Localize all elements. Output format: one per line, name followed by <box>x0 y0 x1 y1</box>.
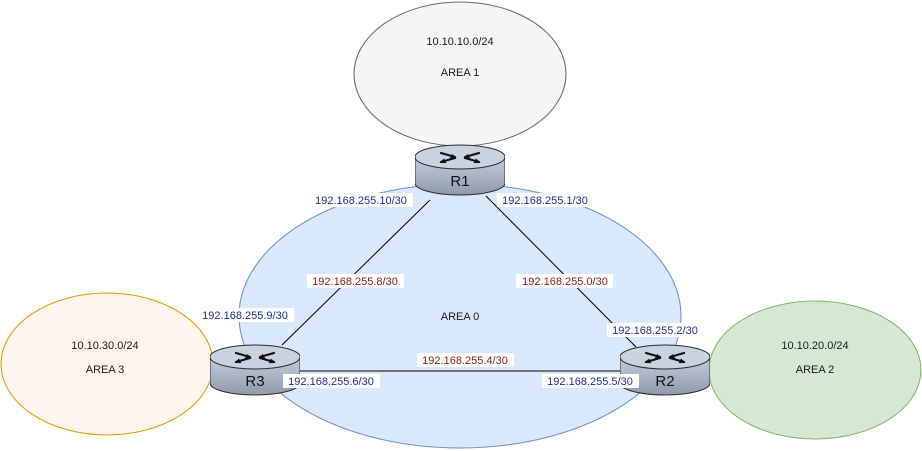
link-r1-r3 <box>281 199 431 346</box>
router-r2[interactable]: R2 <box>620 343 710 397</box>
router-r1-label: R1 <box>450 173 469 190</box>
label-r3-r2-r3-if: 192.168.255.6/30 <box>283 374 380 388</box>
router-r1[interactable]: R1 <box>415 143 505 197</box>
router-r3[interactable]: R3 <box>210 343 300 397</box>
svg-text:192.168.255.10/30: 192.168.255.10/30 <box>315 195 407 207</box>
area-0-name: AREA 0 <box>441 311 480 323</box>
router-r2-label: R2 <box>655 373 674 390</box>
label-r1-r2-network: 192.168.255.0/30 <box>516 274 613 288</box>
label-r1-r2-r2-if: 192.168.255.2/30 <box>607 323 704 337</box>
label-r1-r3-network: 192.168.255.8/30 <box>307 274 404 288</box>
svg-text:192.168.255.4/30: 192.168.255.4/30 <box>422 355 508 367</box>
svg-text:192.168.255.2/30: 192.168.255.2/30 <box>612 325 698 337</box>
area-3-network: 10.10.30.0/24 <box>71 340 138 352</box>
svg-text:192.168.255.8/30: 192.168.255.8/30 <box>312 276 398 288</box>
area-1-network: 10.10.10.0/24 <box>426 36 493 48</box>
area-2-network: 10.10.20.0/24 <box>781 340 848 352</box>
link-r1-r2 <box>485 195 637 348</box>
svg-text:192.168.255.1/30: 192.168.255.1/30 <box>502 195 588 207</box>
svg-text:192.168.255.0/30: 192.168.255.0/30 <box>522 276 608 288</box>
svg-text:192.168.255.9/30: 192.168.255.9/30 <box>202 310 288 322</box>
svg-text:192.168.255.6/30: 192.168.255.6/30 <box>288 376 374 388</box>
label-r1-r3-r3-if: 192.168.255.9/30 <box>197 308 294 322</box>
label-r1-r2-r1-if: 192.168.255.1/30 <box>497 193 594 207</box>
area-3-name: AREA 3 <box>86 364 125 376</box>
label-r3-r2-r2-if: 192.168.255.5/30 <box>542 374 639 388</box>
area-2-name: AREA 2 <box>796 364 835 376</box>
label-r3-r2-network: 192.168.255.4/30 <box>417 353 514 367</box>
router-r3-label: R3 <box>245 373 264 390</box>
label-r1-r3-r1-if: 192.168.255.10/30 <box>310 193 413 207</box>
svg-text:192.168.255.5/30: 192.168.255.5/30 <box>547 376 633 388</box>
area-1-name: AREA 1 <box>441 67 480 79</box>
